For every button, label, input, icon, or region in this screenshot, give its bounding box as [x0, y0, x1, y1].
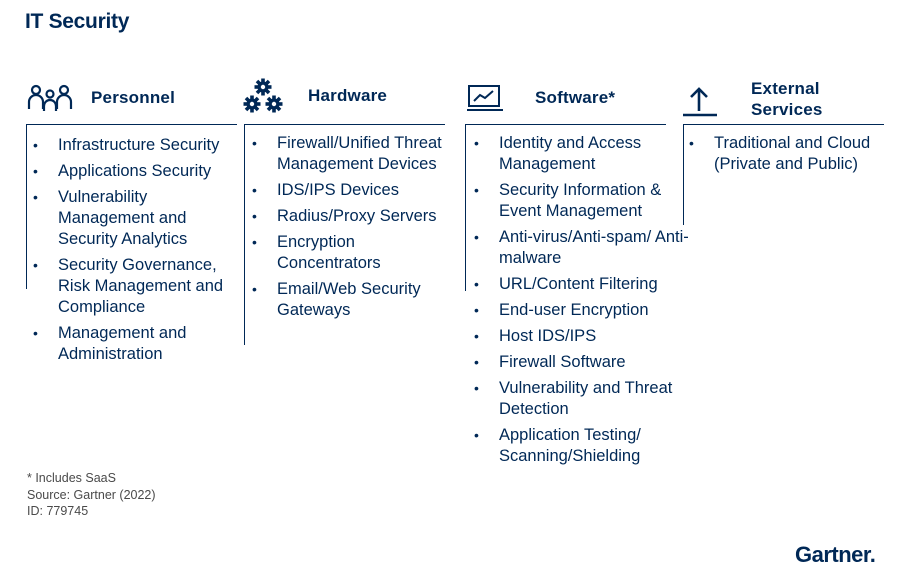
list-item: IDS/IPS Devices [252, 180, 442, 201]
list-item: Vulnerability Management and Security An… [33, 187, 243, 250]
list-item: Applications Security [33, 161, 243, 182]
column-heading-label: Personnel [91, 88, 175, 107]
page-title: IT Security [25, 10, 130, 33]
list-item: Application Testing/ Scanning/Shielding [474, 425, 694, 467]
upload-arrow-icon [683, 81, 719, 117]
footnotes: * Includes SaaS Source: Gartner (2022) I… [27, 470, 156, 520]
column-box-personnel [26, 124, 237, 289]
list-hardware: Firewall/Unified Threat Management Devic… [252, 133, 442, 326]
list-item: Firewall Software [474, 352, 694, 373]
column-box-hardware [244, 124, 445, 345]
heading-line-1: External [751, 79, 820, 98]
column-box-software [465, 124, 666, 291]
list-item: Security Information & Event Management [474, 180, 694, 222]
list-item: Identity and Access Management [474, 133, 694, 175]
footnote-source: Source: Gartner (2022) [27, 487, 156, 502]
list-item: Radius/Proxy Servers [252, 206, 442, 227]
monitor-chart-icon [467, 84, 503, 112]
footnote-id: ID: 779745 [27, 504, 89, 518]
column-heading-external-services: External Services [683, 78, 823, 120]
list-item: Email/Web Security Gateways [252, 279, 442, 321]
people-icon [27, 82, 73, 114]
gartner-logo: Gartner. [795, 542, 876, 567]
list-software: Identity and Access Management Security … [474, 133, 694, 472]
list-item: Security Governance, Risk Management and… [33, 255, 243, 318]
list-item: Anti-virus/Anti-spam/ Anti-malware [474, 227, 694, 269]
column-heading-hardware: Hardware [243, 78, 387, 114]
column-box-external-services [683, 124, 884, 225]
list-item: Traditional and Cloud (Private and Publi… [689, 133, 889, 175]
column-heading-label: Software* [535, 88, 616, 107]
column-heading-software: Software* [467, 84, 615, 112]
list-personnel: Infrastructure Security Applications Sec… [33, 135, 243, 370]
list-item: Vulnerability and Threat Detection [474, 378, 694, 420]
list-item: End-user Encryption [474, 300, 694, 321]
column-heading-label: External Services [751, 78, 823, 120]
gears-icon [243, 78, 283, 114]
list-item: Encryption Concentrators [252, 232, 442, 274]
list-item: URL/Content Filtering [474, 274, 694, 295]
list-item: Firewall/Unified Threat Management Devic… [252, 133, 442, 175]
column-heading-personnel: Personnel [27, 82, 175, 114]
footnote-saas: * Includes SaaS [27, 471, 116, 485]
heading-line-2: Services [751, 100, 823, 119]
list-item: Management and Administration [33, 323, 243, 365]
column-heading-label: Hardware [308, 86, 388, 105]
list-external-services: Traditional and Cloud (Private and Publi… [689, 133, 889, 180]
list-item: Infrastructure Security [33, 135, 243, 156]
list-item: Host IDS/IPS [474, 326, 694, 347]
